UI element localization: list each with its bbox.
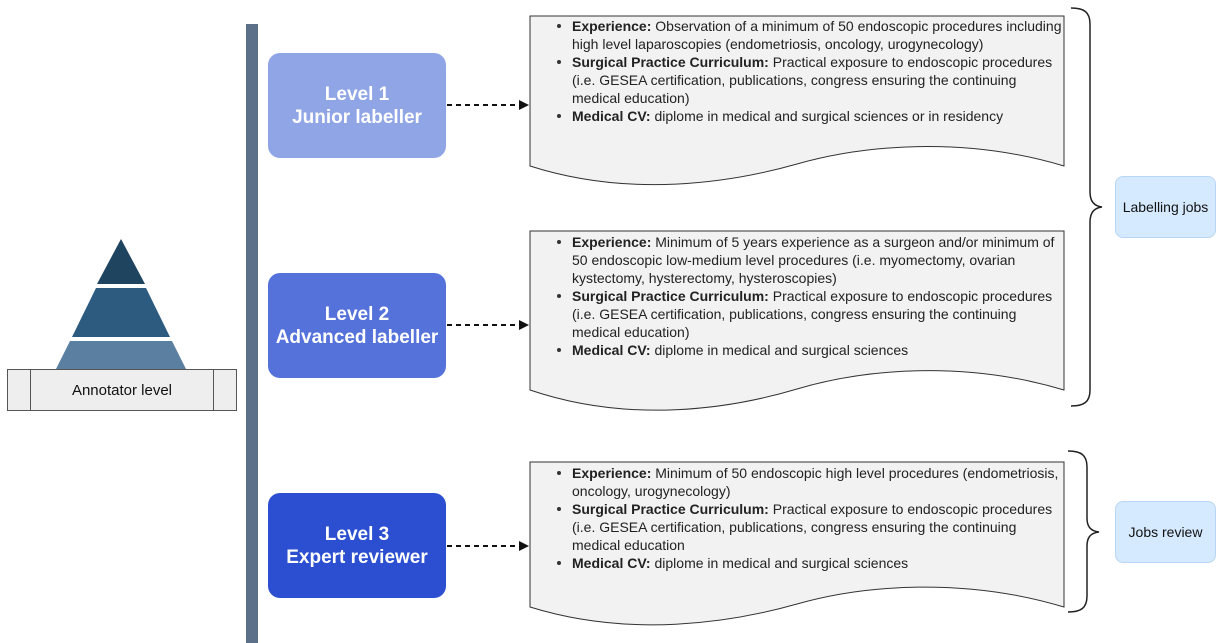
criteria-value: diplome in medical and surgical sciences	[654, 342, 909, 358]
criteria-label: Medical CV:	[572, 555, 651, 571]
criteria-item-cv: Medical CV: diplome in medical and surgi…	[557, 107, 1068, 125]
criteria-label: Surgical Practice Curriculum:	[572, 501, 769, 517]
annotator-box-right-divider	[213, 370, 214, 410]
jobs-review-box: Jobs review	[1115, 501, 1216, 563]
pyramid-top-tier	[97, 239, 145, 284]
brace-labelling-jobs	[1070, 7, 1103, 407]
criteria-label: Medical CV:	[572, 108, 651, 124]
level-3-title: Level 3	[324, 523, 390, 545]
vertical-divider	[246, 24, 258, 643]
pyramid-middle-tier	[72, 288, 170, 337]
level-2-title: Level 2	[324, 303, 390, 325]
criteria-value: Practical exposure to endoscopic procedu…	[572, 54, 1053, 106]
criteria-label: Medical CV:	[572, 342, 651, 358]
brace-jobs-review	[1067, 450, 1100, 613]
criteria-label: Experience:	[572, 465, 652, 481]
criteria-value: Practical exposure to endoscopic procedu…	[572, 501, 1053, 553]
criteria-text-level-2: Experience: Minimum of 5 years experienc…	[548, 233, 1068, 359]
level-2-role: Advanced labeller	[275, 326, 439, 348]
criteria-value: Minimum of 50 endoscopic high level proc…	[572, 465, 1059, 499]
criteria-text-level-3: Experience: Minimum of 50 endoscopic hig…	[548, 464, 1068, 572]
criteria-item-experience: Experience: Observation of a minimum of …	[557, 17, 1068, 53]
level-1-role: Junior labeller	[292, 106, 422, 128]
criteria-label: Surgical Practice Curriculum:	[572, 288, 769, 304]
pyramid-bottom-tier	[56, 341, 186, 369]
criteria-document-2	[529, 230, 1065, 411]
criteria-label: Surgical Practice Curriculum:	[572, 54, 769, 70]
criteria-item-experience: Experience: Minimum of 50 endoscopic hig…	[557, 464, 1068, 500]
annotator-level-label: Annotator level	[71, 381, 173, 399]
annotator-level-box: Annotator level	[7, 369, 237, 411]
criteria-value: diplome in medical and surgical sciences	[654, 555, 909, 571]
criteria-item-cv: Medical CV: diplome in medical and surgi…	[557, 341, 1068, 359]
level-3-box: Level 3 Expert reviewer	[268, 493, 446, 598]
criteria-list: Experience: Minimum of 50 endoscopic hig…	[548, 464, 1068, 572]
criteria-value: diplome in medical and surgical sciences…	[654, 108, 1004, 124]
criteria-list: Experience: Observation of a minimum of …	[548, 17, 1068, 125]
criteria-item-curriculum: Surgical Practice Curriculum: Practical …	[557, 287, 1068, 341]
criteria-text-level-1: Experience: Observation of a minimum of …	[548, 17, 1068, 125]
criteria-label: Experience:	[572, 234, 652, 250]
criteria-document-1	[529, 15, 1065, 186]
criteria-label: Experience:	[572, 18, 652, 34]
level-3-role: Expert reviewer	[286, 546, 428, 568]
criteria-value: Practical exposure to endoscopic procedu…	[572, 288, 1053, 340]
annotator-box-left-divider	[30, 370, 31, 410]
criteria-list: Experience: Minimum of 5 years experienc…	[548, 233, 1068, 359]
level-1-title: Level 1	[324, 83, 390, 105]
criteria-value: Observation of a minimum of 50 endoscopi…	[572, 18, 1062, 52]
criteria-item-curriculum: Surgical Practice Curriculum: Practical …	[557, 500, 1068, 554]
level-2-box: Level 2 Advanced labeller	[268, 273, 446, 378]
criteria-document-3	[529, 461, 1065, 626]
level-1-box: Level 1 Junior labeller	[268, 53, 446, 158]
labelling-jobs-box: Labelling jobs	[1115, 176, 1216, 238]
criteria-item-cv: Medical CV: diplome in medical and surgi…	[557, 554, 1068, 572]
criteria-item-curriculum: Surgical Practice Curriculum: Practical …	[557, 53, 1068, 107]
criteria-item-experience: Experience: Minimum of 5 years experienc…	[557, 233, 1068, 287]
criteria-value: Minimum of 5 years experience as a surge…	[572, 234, 1055, 286]
